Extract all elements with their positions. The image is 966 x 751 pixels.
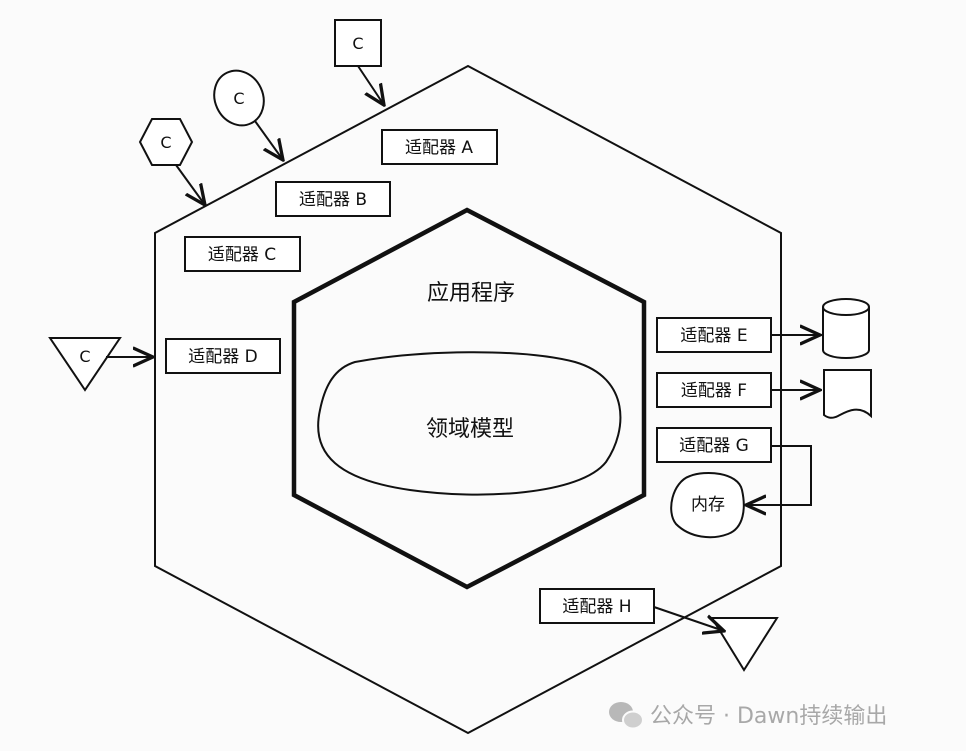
client-triangle: C — [48, 337, 122, 392]
memory-blob: 内存 — [670, 471, 745, 539]
document-icon — [823, 369, 872, 419]
application-hexagon — [291, 207, 647, 590]
adapter-b[interactable]: 适配器 B — [275, 181, 391, 217]
output-triangle — [710, 617, 779, 672]
client-square-arrow — [357, 65, 384, 105]
client-hexagon: C — [138, 118, 194, 166]
client-ellipse: C — [213, 69, 265, 127]
adapter-g[interactable]: 适配器 G — [656, 427, 772, 463]
outer-hexagon — [154, 64, 782, 735]
adapter-a[interactable]: 适配器 A — [381, 129, 498, 165]
adapter-f[interactable]: 适配器 F — [656, 372, 772, 408]
adapter-h[interactable]: 适配器 H — [539, 588, 655, 624]
adapter-d[interactable]: 适配器 D — [165, 338, 281, 374]
adapter-a-label: 适配器 A — [405, 138, 473, 158]
client-square: C — [334, 19, 382, 67]
client-triangle-letter: C — [79, 347, 90, 366]
adapter-h-label: 适配器 H — [562, 597, 631, 617]
client-hexagon-arrow — [175, 164, 205, 205]
database-cylinder-icon — [822, 298, 870, 359]
adapter-g-label: 适配器 G — [679, 436, 749, 456]
adapter-b-label: 适配器 B — [299, 190, 367, 210]
adapter-d-label: 适配器 D — [188, 347, 258, 367]
adapter-e-label: 适配器 E — [680, 326, 747, 346]
adapter-c-label: 适配器 C — [208, 245, 276, 265]
client-square-letter: C — [352, 34, 363, 53]
adapter-g-arrow — [746, 445, 812, 505]
memory-label: 内存 — [691, 495, 725, 515]
adapter-h-arrow — [653, 606, 724, 631]
domain-model-blob — [317, 351, 622, 496]
adapter-e[interactable]: 适配器 E — [656, 317, 772, 353]
domain-model-label: 领域模型 — [426, 417, 514, 442]
watermark: 公众号 · Dawn持续输出 — [609, 702, 887, 730]
watermark-text: 公众号 · Dawn持续输出 — [650, 704, 887, 729]
adapter-f-label: 适配器 F — [681, 381, 747, 401]
client-ellipse-arrow — [254, 120, 283, 160]
wechat-logo-icon — [609, 702, 644, 730]
client-ellipse-letter: C — [233, 89, 244, 108]
adapter-c[interactable]: 适配器 C — [184, 236, 301, 272]
client-hexagon-letter: C — [160, 133, 171, 152]
application-label: 应用程序 — [427, 281, 515, 306]
